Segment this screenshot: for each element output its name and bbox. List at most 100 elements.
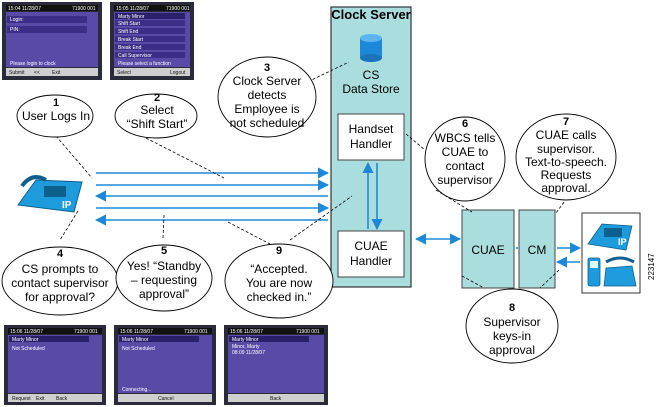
step-7-line: CUAE calls <box>536 128 597 142</box>
step-7-line: Text-to-speech. <box>525 155 607 169</box>
step-3-number: 3 <box>264 62 270 74</box>
step-6-line: CUAE to <box>442 145 489 159</box>
softkey[interactable]: Logout <box>170 70 186 76</box>
softkey[interactable]: Back <box>56 396 68 402</box>
supervisor-devices: IP <box>581 212 641 294</box>
screen-row: Marty Minor <box>12 337 39 343</box>
phone-screen: 15:04 11/28/07 71900 001 Login: PIN: Ple… <box>2 2 102 80</box>
softkey[interactable]: << <box>34 70 40 76</box>
step-1-bubble <box>16 94 94 138</box>
step-8-bubble <box>465 288 559 364</box>
screen-ext: 71900 001 <box>72 6 96 12</box>
step-6-line: contact <box>446 159 485 173</box>
step-7-number: 7 <box>563 116 569 128</box>
screen-ext: 71900 001 <box>74 329 98 335</box>
screen-row: Break End <box>118 45 142 51</box>
message-arrows <box>94 167 330 226</box>
handset-handler-label-1: Handset <box>349 122 394 136</box>
desk-phone-icon <box>603 256 637 287</box>
step-9-line: checked in.” <box>247 290 312 304</box>
supervisor-ip-phone-icon: IP <box>587 223 633 251</box>
phone-screen: 15:05 11/28/07 71900 001 Marty Minor Shi… <box>110 2 194 80</box>
step-6-number: 6 <box>462 118 468 130</box>
screen-status: Please login to clock <box>10 61 56 67</box>
step-3-line: not scheduled <box>230 116 305 130</box>
softkey[interactable]: Cancel <box>158 396 174 402</box>
step-1-number: 1 <box>53 97 59 109</box>
softkey[interactable]: Exit <box>36 396 45 402</box>
screen-row: Shift End <box>118 29 139 35</box>
step-2-line: “Shift Start” <box>127 117 188 131</box>
screen-row: Login: <box>10 17 24 23</box>
softkey[interactable]: Submit <box>9 70 25 76</box>
softkey[interactable]: Exit <box>52 70 61 76</box>
step-1-line: User Logs In <box>22 109 90 123</box>
supervisor-ip-label: IP <box>618 237 627 247</box>
step-6-line: WBCS tells <box>435 131 496 145</box>
figure-id: 223147 <box>647 253 656 280</box>
step-9-line: You are now <box>246 276 313 290</box>
screen-time: 15:05 11/28/07 <box>116 6 149 12</box>
step-7-line: Requests <box>541 168 592 182</box>
cm-label: CM <box>528 243 547 257</box>
step-7-bubble <box>515 113 617 201</box>
step-3-line: Employee is <box>234 102 299 116</box>
step-3-bubble <box>217 56 317 138</box>
step-8-line: Supervisor <box>483 315 540 329</box>
step-5-bubble <box>115 244 213 312</box>
step-7-line: supervisor. <box>537 142 595 156</box>
screen-row: Not Scheduled <box>122 346 155 352</box>
screen-status: Connecting... <box>122 387 151 393</box>
screen-time: 15:06 11/28/07 <box>120 329 153 335</box>
screen-ext: 71900 001 <box>166 6 190 12</box>
phone-screen: 15:06 11/28/07 71900 001 Marty Minor Not… <box>4 325 106 405</box>
phone-screen: 15:06 11/28/07 71900 001 Marty Minor Min… <box>224 325 328 405</box>
cuae-handler-label-1: CUAE <box>354 239 387 253</box>
step-5-number: 5 <box>161 245 167 257</box>
phone-screen: 15:06 11/28/07 71900 001 Marty Minor Not… <box>114 325 216 405</box>
mobile-phone-icon <box>587 257 601 287</box>
handset-handler-box <box>337 113 405 161</box>
handset-handler-label-2: Handler <box>350 137 392 151</box>
step-3-line: detects <box>248 88 287 102</box>
datastore-cylinder-icon <box>360 34 382 62</box>
screen-row: Marty Minor <box>232 337 259 343</box>
screen-row: Shift Start <box>118 21 141 27</box>
softkey[interactable]: Back <box>270 396 282 402</box>
screen-status: Please select a function <box>118 61 171 67</box>
step-8-line: keys-in <box>493 329 531 343</box>
screen-row: 08:09 11/28/07 <box>232 350 265 356</box>
step-4-line: for approval? <box>25 290 95 304</box>
cuae-box <box>461 209 515 289</box>
screen-row: PIN: <box>10 27 20 33</box>
screen-time: 15:04 11/28/07 <box>8 6 41 12</box>
datastore-label-1: CS <box>363 68 380 82</box>
step-6-line: supervisor <box>437 173 492 187</box>
step-9-number: 9 <box>276 245 282 257</box>
softkey[interactable]: Select <box>117 70 132 76</box>
step-8-number: 8 <box>509 302 515 314</box>
step-4-line: contact supervisor <box>11 276 108 290</box>
step-8-line: approval <box>489 343 535 357</box>
screen-time: 15:06 11/28/07 <box>10 329 43 335</box>
step-9-bubble <box>224 243 334 319</box>
user-ip-phone-icon: IP <box>17 175 83 213</box>
screen-ext: 71900 001 <box>184 329 208 335</box>
step-5-line: approval” <box>139 287 189 301</box>
screen-row: Not Scheduled <box>12 346 45 352</box>
cuae-handler-box <box>337 230 405 278</box>
clock-server-title: Clock Server <box>331 7 411 22</box>
screen-row: Minor, Marty <box>232 344 260 350</box>
screen-time: 15:06 11/28/07 <box>230 329 263 335</box>
cuae-handler-label-2: Handler <box>350 254 392 268</box>
step-6-bubble <box>424 116 506 202</box>
step-3-line: Clock Server <box>233 74 302 88</box>
screen-ext: 71900 001 <box>296 329 320 335</box>
screen-row: Marty Minor <box>118 14 145 20</box>
cm-box <box>518 209 556 289</box>
user-ip-label: IP <box>62 200 72 211</box>
step-7-line: approval. <box>541 181 590 195</box>
softkey[interactable]: Request <box>12 396 31 402</box>
cuae-label: CUAE <box>471 243 504 257</box>
